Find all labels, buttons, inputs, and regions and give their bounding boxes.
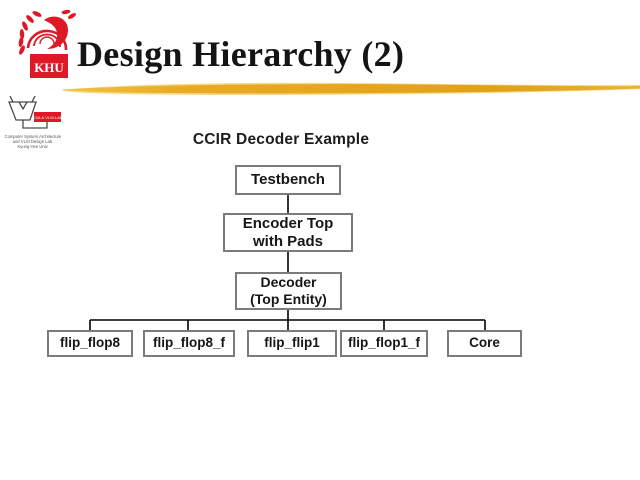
node-decoder: Decoder (Top Entity) bbox=[235, 272, 342, 310]
node-flip-flop8-f-label: flip_flop8_f bbox=[152, 335, 225, 351]
node-testbench-label: Testbench bbox=[251, 171, 325, 188]
node-encoder-top-label: Encoder Top with Pads bbox=[242, 214, 334, 250]
node-testbench: Testbench bbox=[235, 165, 341, 195]
node-decoder-label: Decoder (Top Entity) bbox=[250, 274, 327, 307]
node-flip-flop8-f: flip_flop8_f bbox=[143, 330, 235, 357]
node-flip-flop8: flip_flop8 bbox=[47, 330, 133, 357]
lab-logo-line3: Kyung Hee Univ. bbox=[17, 144, 48, 149]
node-core: Core bbox=[447, 330, 522, 357]
lab-logo-tag-text: CSA & VLSI LAB bbox=[32, 115, 63, 120]
page-title: Design Hierarchy (2) bbox=[77, 34, 405, 74]
node-flip-flop1-f: flip_flop1_f bbox=[340, 330, 428, 357]
lab-logo-line2: and VLSI Design Lab. bbox=[13, 139, 54, 144]
lab-logo-line1: Computer System Architecture bbox=[5, 134, 62, 139]
node-flip-flip1-label: flip_flip1 bbox=[264, 335, 320, 351]
node-flip-flop1-f-label: flip_flop1_f bbox=[347, 335, 420, 351]
khu-university-logo: KHU bbox=[18, 9, 77, 78]
node-core-label: Core bbox=[469, 335, 500, 351]
node-encoder-top: Encoder Top with Pads bbox=[223, 213, 353, 252]
lab-logo: CSA & VLSI LAB Computer System Architect… bbox=[5, 95, 63, 149]
node-flip-flop8-label: flip_flop8 bbox=[60, 335, 120, 351]
node-flip-flip1: flip_flip1 bbox=[247, 330, 337, 357]
title-underline-swoosh bbox=[62, 82, 640, 95]
lab-logo-tag-box bbox=[34, 112, 61, 122]
khu-logo-text: KHU bbox=[34, 60, 64, 75]
diagram-title: CCIR Decoder Example bbox=[192, 131, 370, 148]
